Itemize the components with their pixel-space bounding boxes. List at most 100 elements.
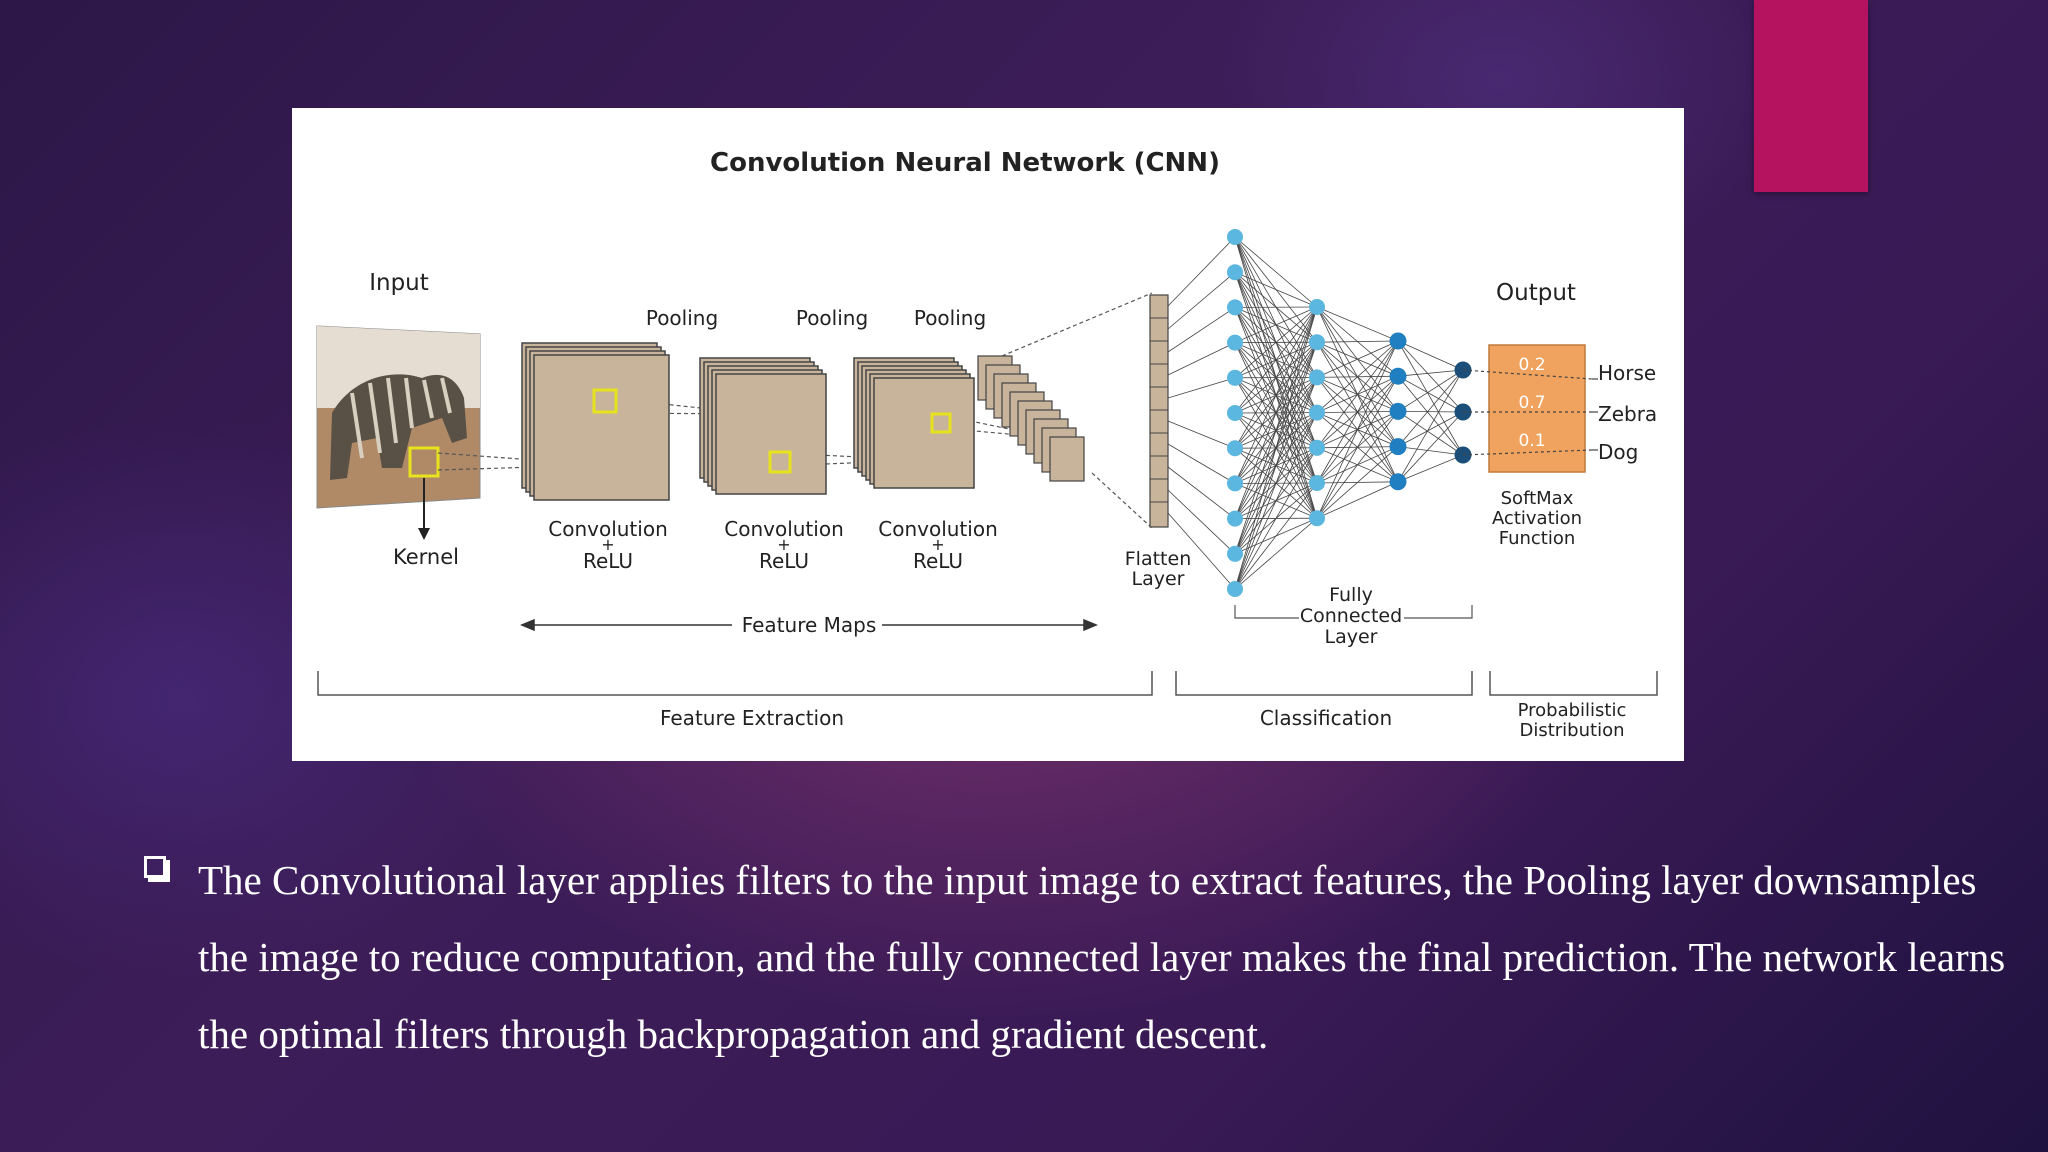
output-class-3: Dog [1598, 440, 1638, 464]
conv-label-2-bottom: ReLU [759, 549, 809, 573]
connection-line [1234, 412, 1318, 590]
classification-label: Classification [1260, 706, 1392, 730]
connection-line [1397, 369, 1464, 377]
flatten-label-line-2: Layer [1132, 568, 1185, 590]
connection-line [1316, 340, 1399, 519]
dense-layer-2-node [1309, 439, 1325, 456]
connection-line [1234, 306, 1318, 590]
fc-label-line-3: Layer [1325, 626, 1378, 648]
dense-layer-3-node [1389, 402, 1407, 420]
dense-layer-1-node [1227, 369, 1243, 386]
connection-line [1234, 342, 1318, 590]
connection-line [1316, 340, 1399, 413]
connection-line [1234, 306, 1318, 414]
connection-line [1316, 481, 1399, 519]
dense-layer-1-node [1227, 334, 1243, 351]
connection-line [1234, 482, 1318, 590]
dense-layer-1-node [1227, 545, 1243, 562]
conv-label-3-mid: + [931, 535, 944, 554]
output-value-2: 0.7 [1518, 393, 1545, 413]
connection-line [1397, 369, 1464, 483]
dense-layer-3-node [1389, 367, 1407, 385]
connection-line [1397, 369, 1464, 447]
dense-layer-1-node [1227, 475, 1243, 492]
dense-layer-1-node [1227, 264, 1243, 281]
connection-line [1167, 420, 1236, 449]
bullet-point: The Convolutional layer applies filters … [140, 842, 2010, 1073]
connection-line [1397, 454, 1464, 483]
probabilistic-label-line-1: Probabilistic [1518, 700, 1627, 721]
fc-bracket [1234, 605, 1473, 619]
output-value-1: 0.2 [1518, 355, 1545, 375]
connection-line [1316, 446, 1399, 519]
conv-label-1-mid: + [601, 535, 614, 554]
connection-line [1167, 236, 1236, 307]
connection-line [1397, 340, 1464, 456]
connection-line [1397, 411, 1464, 447]
connection-line [1234, 306, 1318, 343]
flatten-layer [1149, 294, 1169, 528]
connection-line [1316, 340, 1399, 449]
connection-line [1234, 306, 1318, 484]
dense-layer-1-node [1227, 440, 1243, 457]
connection-line [1167, 271, 1236, 330]
connection-line [1316, 340, 1399, 378]
connection-line [1397, 411, 1464, 456]
feature-extraction-label: Feature Extraction [660, 706, 844, 730]
connection-line [1316, 306, 1399, 342]
conv-label-3-bottom: ReLU [913, 549, 963, 573]
accent-rectangle [1754, 0, 1868, 192]
dense-layer-1-node [1227, 510, 1243, 527]
connection-line [1234, 306, 1318, 554]
dense-layer-3-node [1389, 438, 1407, 456]
output-label: Output [1496, 280, 1576, 306]
diagram-title: Convolution Neural Network (CNN) [710, 148, 1220, 178]
dense-layer-1-node [1227, 405, 1243, 421]
pooling-label-3: Pooling [914, 306, 986, 330]
connection-line [1397, 340, 1464, 413]
feature-map-stack-1 [521, 342, 670, 501]
feature-map-stack-2 [699, 357, 827, 495]
connection-line [1316, 411, 1399, 519]
connection-line [1316, 376, 1399, 519]
connection-line [1234, 306, 1318, 519]
feature-maps-label: Feature Maps [742, 613, 877, 637]
feature-extraction-bracket [317, 671, 1153, 696]
connection-line [1167, 466, 1236, 519]
connection-line [1167, 342, 1236, 376]
feature-map-stack-3 [853, 357, 975, 489]
conv-label-3-top: Convolution [878, 517, 998, 541]
dense-layer-3-node [1389, 332, 1407, 350]
conv-label-1-top: Convolution [548, 517, 668, 541]
dense-layer-2-node [1309, 299, 1325, 315]
input-label: Input [369, 270, 429, 296]
softmax-label-line-2: Activation [1492, 508, 1582, 529]
connection-line [1234, 236, 1318, 308]
softmax-box [1488, 344, 1586, 473]
dense-layer-2-node [1309, 510, 1325, 527]
softmax-label-line-1: SoftMax [1501, 488, 1574, 509]
pooled-feature-stack [977, 355, 1085, 482]
connection-line [1234, 517, 1318, 590]
connection-line [1316, 340, 1399, 484]
connection-line [1397, 446, 1464, 456]
connection-line [1397, 411, 1464, 413]
fc-label-line-1: Fully [1329, 584, 1373, 606]
kernel-label: Kernel [393, 545, 459, 569]
network-connections [1167, 236, 1464, 590]
connection-line [1397, 411, 1464, 483]
conv-label-2-mid: + [777, 535, 790, 554]
pooling-label-1: Pooling [646, 306, 718, 330]
zebra-input-image [316, 325, 481, 509]
dense-layer-1-node [1227, 581, 1243, 597]
dense-layer-3-node [1389, 473, 1407, 491]
probabilistic-bracket [1489, 671, 1658, 696]
dense-layer-1-node [1227, 229, 1243, 245]
connection-line [1234, 306, 1318, 379]
dense-layer-2-node [1309, 404, 1325, 421]
fc-label-line-2: Connected [1300, 605, 1402, 627]
connection-line [1397, 375, 1464, 413]
connection-line [1167, 489, 1236, 555]
output-class-2: Zebra [1598, 402, 1657, 426]
output-value-3: 0.1 [1518, 431, 1545, 451]
